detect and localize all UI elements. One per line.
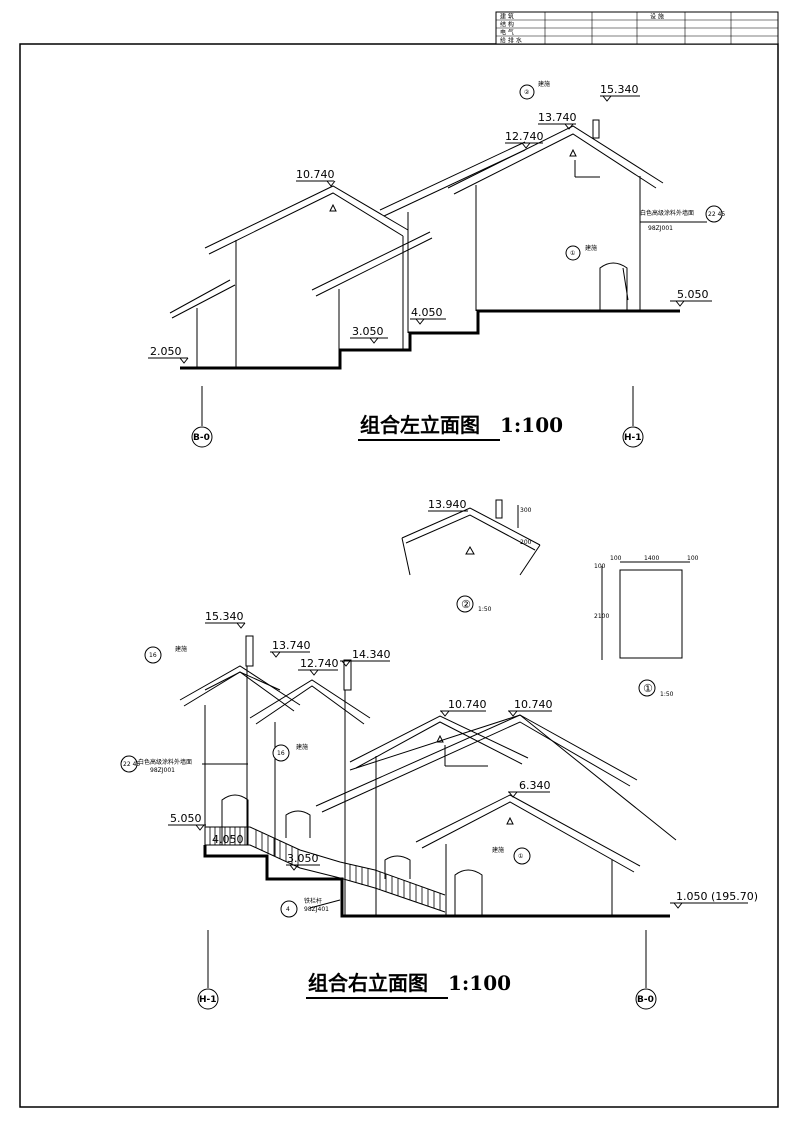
rail-code-right: 98ZJ401 <box>304 906 329 913</box>
detail2-mark: ② <box>461 598 471 611</box>
detail1-dim-side-a: 100 <box>594 563 606 570</box>
lvl-15340-right: 15.340 <box>205 610 244 623</box>
detail1-dim-top-2: 1400 <box>644 555 659 562</box>
lvl-14340-right: 14.340 <box>352 648 391 661</box>
left-elevation-labels: 15.340 13.740 12.740 10.740 5.050 4.050 … <box>148 80 725 448</box>
lvl-5050-left: 5.050 <box>677 288 709 301</box>
detail2-level: 13.940 <box>428 498 467 511</box>
lvl-6340-right: 6.340 <box>519 779 551 792</box>
tb-row-3: 电 气 <box>500 29 514 37</box>
lvl-10740-right-b: 10.740 <box>514 698 553 711</box>
detail-2-labels: 13.940 300 200 ② 1:50 <box>428 498 532 613</box>
material-left: 白色高级涂料外墙面 <box>640 209 694 217</box>
lvl-4050-right: 4.050 <box>212 833 244 846</box>
door-mark-right: ① <box>518 853 523 860</box>
material-ref-right: 22 45 <box>123 761 140 768</box>
rail-note-right: 铁栏杆 <box>304 897 322 905</box>
right-elevation-scale: 1:100 <box>448 971 511 995</box>
material-code-right: 98ZJ001 <box>150 767 175 774</box>
rail-mark-right: 4 <box>286 906 290 913</box>
sheet-border <box>19 43 779 1108</box>
detail-2 <box>401 499 541 576</box>
detail1-dim-top-1: 100 <box>610 555 622 562</box>
roof-mark-right-1: 16 <box>149 652 157 659</box>
lvl-13740-right: 13.740 <box>272 639 311 652</box>
detail-1-labels: 100 1400 100 100 2100 ① 1:50 <box>594 555 699 698</box>
tb-header: 设 施 <box>650 13 664 21</box>
detail1-dim-side-b: 2100 <box>594 613 609 620</box>
material-code-left: 98ZJ001 <box>648 225 673 232</box>
material-ref-left: 22 45 <box>708 211 725 218</box>
detail1-dim-top-3: 100 <box>687 555 699 562</box>
roof-mark-left: ② <box>524 89 530 96</box>
detail2-scale: 1:50 <box>478 606 492 613</box>
axis-left-b: H-1 <box>624 433 642 443</box>
axis-left-a: B-0 <box>193 433 210 443</box>
axis-right-b: B-0 <box>637 995 654 1005</box>
detail1-mark: ① <box>643 682 653 695</box>
roof-note-left: 建施 <box>538 80 550 88</box>
detail1-scale: 1:50 <box>660 691 674 698</box>
right-elevation-title: 组合右立面图 <box>308 971 428 995</box>
lvl-12740-left: 12.740 <box>505 130 544 143</box>
title-block: 建 筑 结 构 电 气 给 排 水 设 施 <box>495 11 779 45</box>
lvl-2050-left: 2.050 <box>150 345 182 358</box>
roof-note-right-1: 建施 <box>175 645 187 653</box>
right-elevation <box>179 635 677 918</box>
roof-note-right-2: 建施 <box>296 743 308 751</box>
right-elevation-labels: 15.340 13.740 14.340 12.740 10.740 10.74… <box>120 610 758 1010</box>
door-mark-left: ① <box>570 250 575 257</box>
lvl-3050-left: 3.050 <box>352 325 384 338</box>
lvl-5050-right: 5.050 <box>170 812 202 825</box>
lvl-10740-right-a: 10.740 <box>448 698 487 711</box>
detail-1 <box>601 561 690 660</box>
material-right: 白色高级涂料外墙面 <box>138 758 192 766</box>
lvl-10740-left: 10.740 <box>296 168 335 181</box>
roof-mark-right-2: 16 <box>277 750 285 757</box>
lvl-4050-left: 4.050 <box>411 306 443 319</box>
tb-row-2: 结 构 <box>500 21 514 29</box>
left-elevation-scale: 1:100 <box>500 413 563 437</box>
left-elevation <box>169 119 707 370</box>
lvl-3050-right: 3.050 <box>287 852 319 865</box>
door-note-right: 建施 <box>492 846 504 854</box>
lvl-15340-left: 15.340 <box>600 83 639 96</box>
tb-row-1: 建 筑 <box>500 13 514 21</box>
door-note-left: 建施 <box>585 244 597 252</box>
axis-right-a: H-1 <box>199 995 217 1005</box>
lvl-13740-left: 13.740 <box>538 111 577 124</box>
right-railing-balusters <box>209 827 441 910</box>
detail2-dim-b: 200 <box>520 539 532 546</box>
lvl-1050-right: 1.050 (195.70) <box>676 890 758 903</box>
tb-row-4: 给 排 水 <box>500 37 522 45</box>
lvl-12740-right: 12.740 <box>300 657 339 670</box>
left-elevation-title: 组合左立面图 <box>360 413 480 437</box>
detail2-dim-a: 300 <box>520 507 532 514</box>
